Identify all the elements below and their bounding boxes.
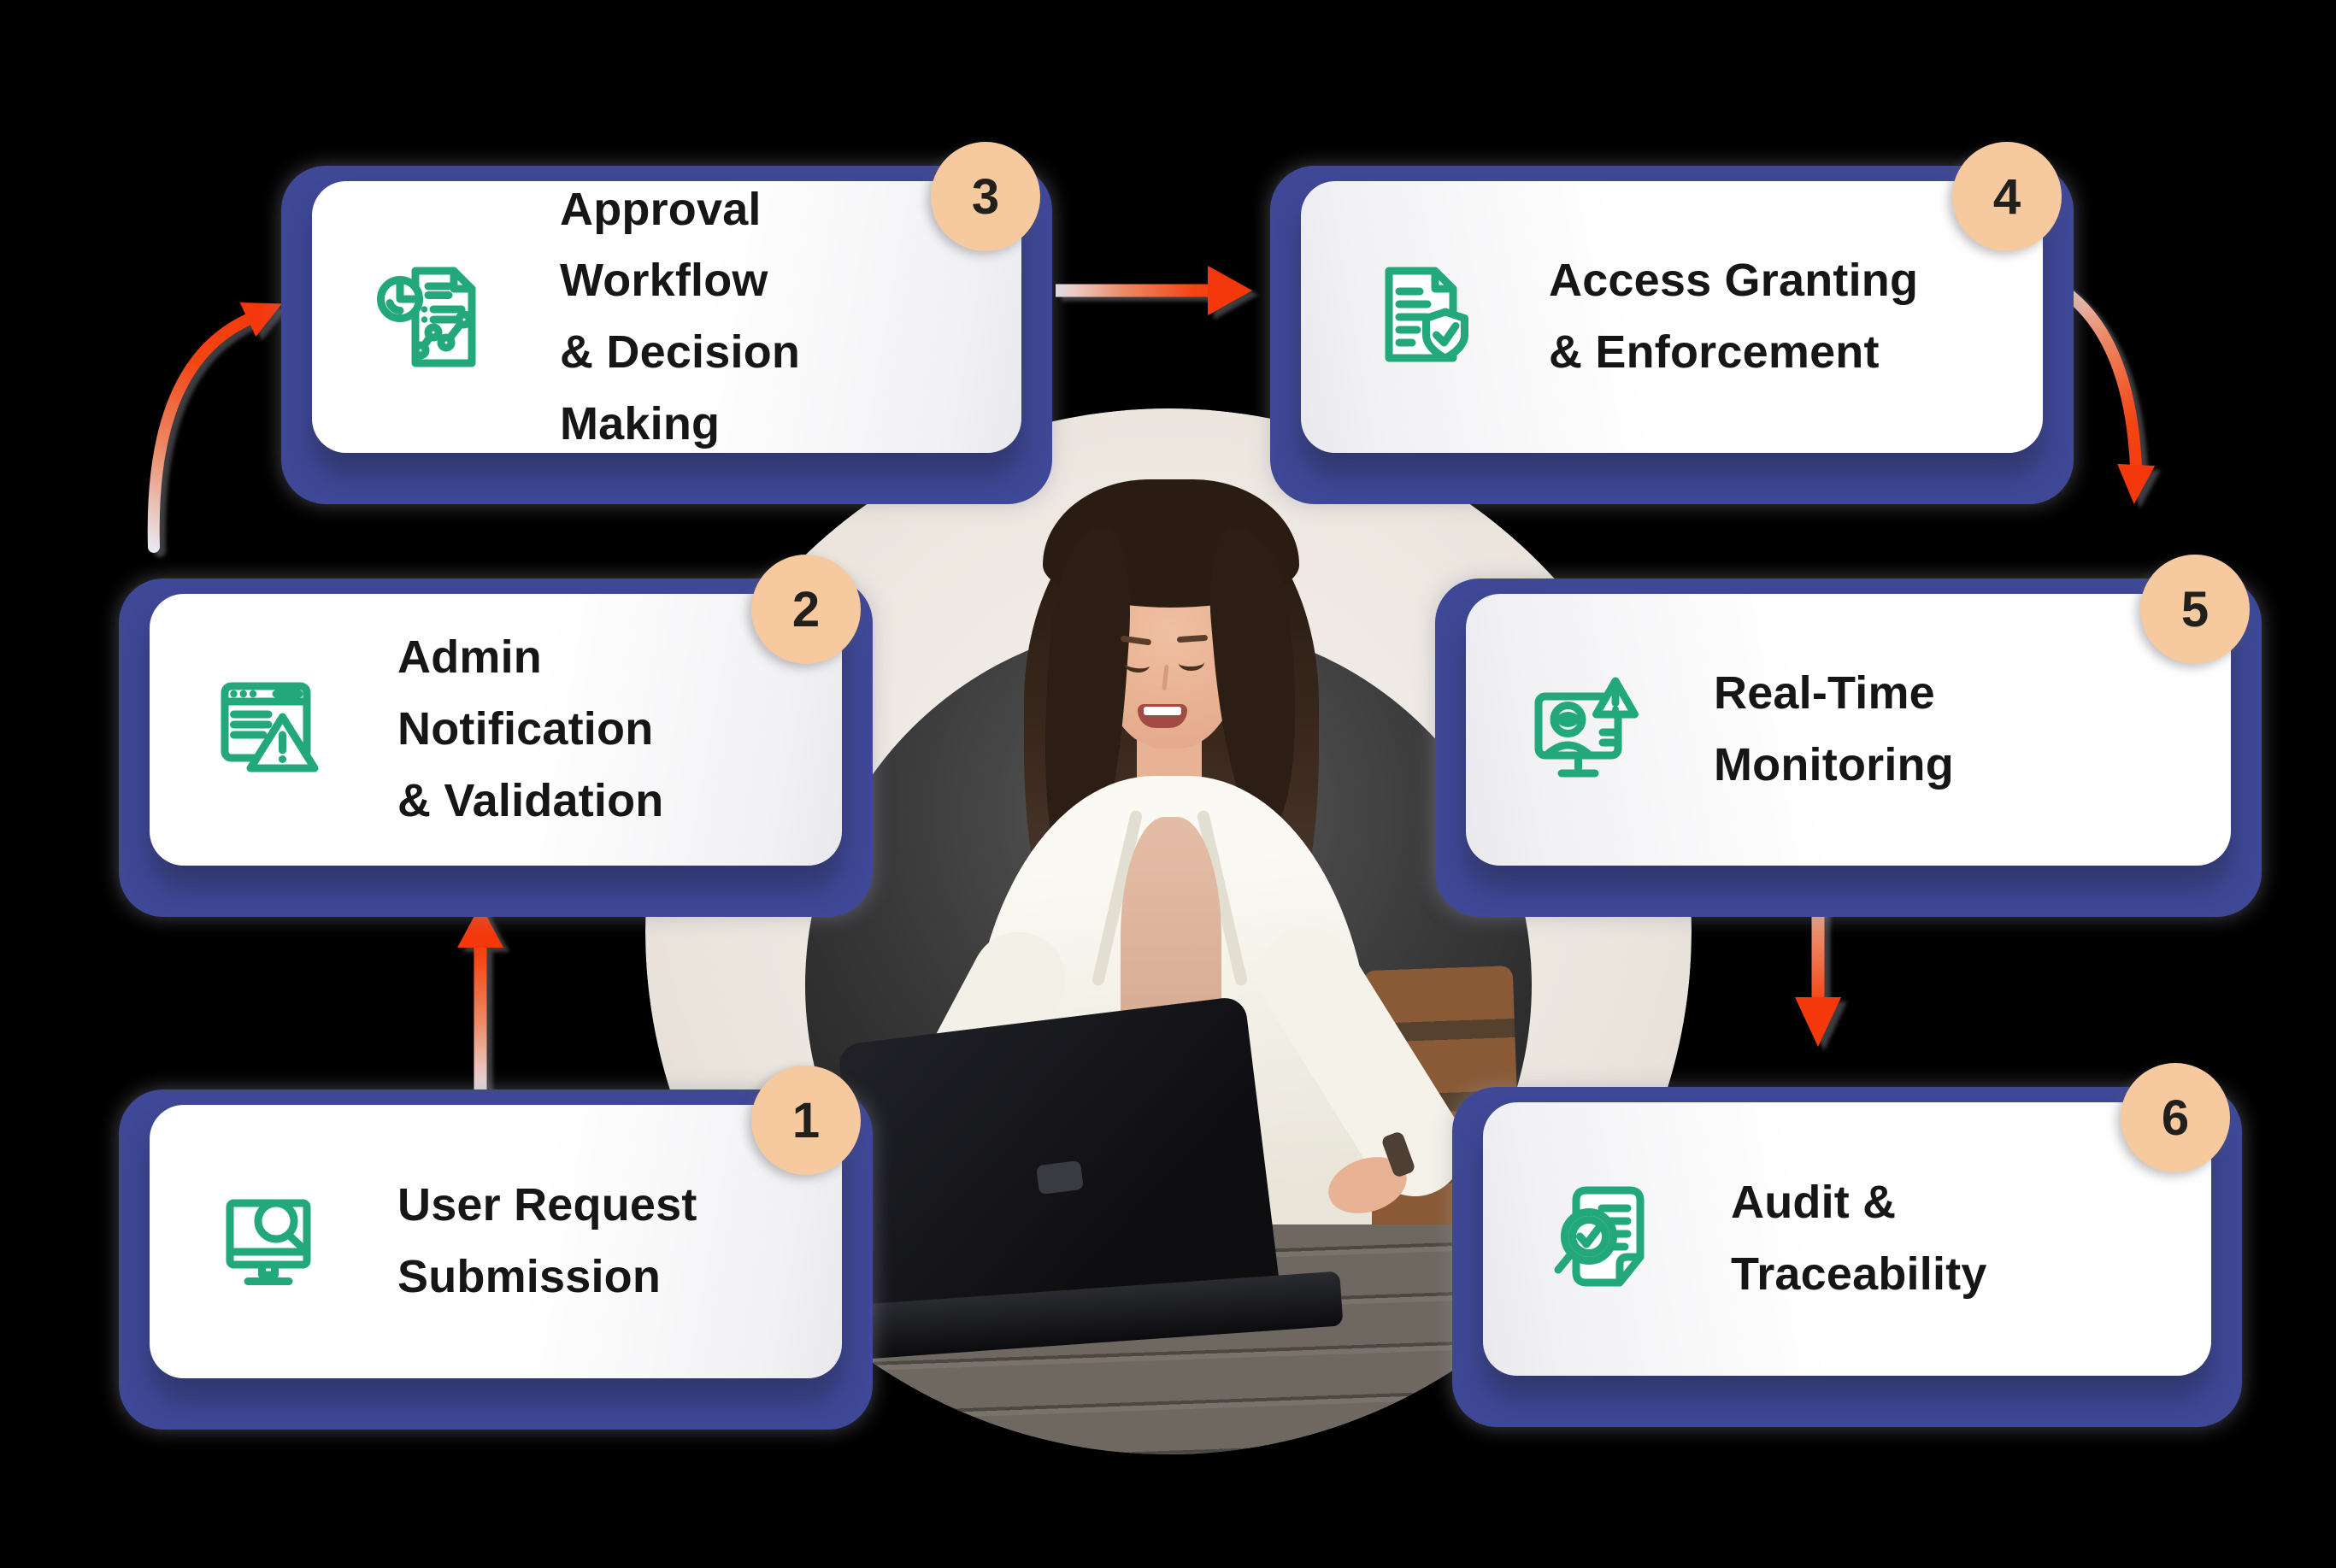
- step-card-access-granting-enforcement: Access Granting & Enforcement 4: [1270, 142, 2074, 504]
- woman-smile: [1138, 704, 1187, 728]
- card-title-line1: Audit & Traceability: [1731, 1177, 1987, 1300]
- card-title: Access Granting & Enforcement: [1549, 245, 1918, 388]
- step-card-real-time-monitoring: Real-Time Monitoring 5: [1435, 555, 2262, 917]
- arrow-step3-to-step4: [1056, 266, 1252, 315]
- card-title-line2: & Validation: [397, 774, 664, 826]
- card-title-line2: & Enforcement: [1549, 326, 1880, 378]
- step-number-badge: 2: [751, 555, 861, 664]
- step-card-admin-notification-validation: Admin Notification & Validation 2: [119, 555, 873, 917]
- step-number-badge: 3: [931, 142, 1040, 251]
- card-face: Real-Time Monitoring: [1466, 594, 2231, 866]
- card-face: Approval Workflow & Decision Making: [312, 181, 1021, 453]
- card-title-line1: Real-Time Monitoring: [1714, 667, 1954, 790]
- card-face: Audit & Traceability: [1483, 1102, 2211, 1376]
- card-title: Audit & Traceability: [1731, 1167, 2160, 1310]
- card-title-line2: & Decision Making: [560, 326, 801, 449]
- laptop-logo: [1036, 1160, 1084, 1195]
- step-card-approval-workflow-decision-making: Approval Workflow & Decision Making 3: [281, 142, 1052, 504]
- arrow-step2-to-step3: [147, 302, 282, 553]
- card-title-line1: User Request: [397, 1179, 697, 1231]
- monitor-eye-alert-icon: [1526, 666, 1654, 794]
- card-face: Admin Notification & Validation: [150, 594, 842, 866]
- report-chart-icon: [372, 253, 500, 381]
- card-title: User Request Submission: [397, 1170, 697, 1313]
- step-card-audit-traceability: Audit & Traceability 6: [1452, 1063, 2242, 1427]
- card-title-line1: Admin Notification: [397, 631, 654, 755]
- card-face: User Request Submission: [150, 1105, 842, 1378]
- step-card-user-request-submission: User Request Submission 1: [119, 1066, 873, 1430]
- card-title-line2: Submission: [397, 1251, 662, 1302]
- step-number-badge: 5: [2140, 555, 2250, 664]
- card-face: Access Granting & Enforcement: [1301, 181, 2043, 453]
- step-number-badge: 4: [1952, 142, 2062, 251]
- arrow-step1-to-step2: [457, 905, 503, 1094]
- woman-teeth: [1144, 707, 1181, 715]
- document-magnifier-check-icon: [1543, 1175, 1671, 1303]
- browser-alert-icon: [209, 666, 338, 794]
- document-shield-check-icon: [1361, 253, 1489, 381]
- card-title: Admin Notification & Validation: [397, 622, 791, 837]
- step-number-badge: 6: [2121, 1063, 2230, 1172]
- card-title-line1: Approval Workflow: [560, 183, 768, 307]
- card-title-line1: Access Granting: [1549, 255, 1919, 307]
- monitor-search-icon: [209, 1177, 338, 1306]
- card-title: Approval Workflow & Decision Making: [560, 174, 970, 461]
- step-number-badge: 1: [751, 1066, 861, 1175]
- card-title: Real-Time Monitoring: [1714, 658, 2180, 801]
